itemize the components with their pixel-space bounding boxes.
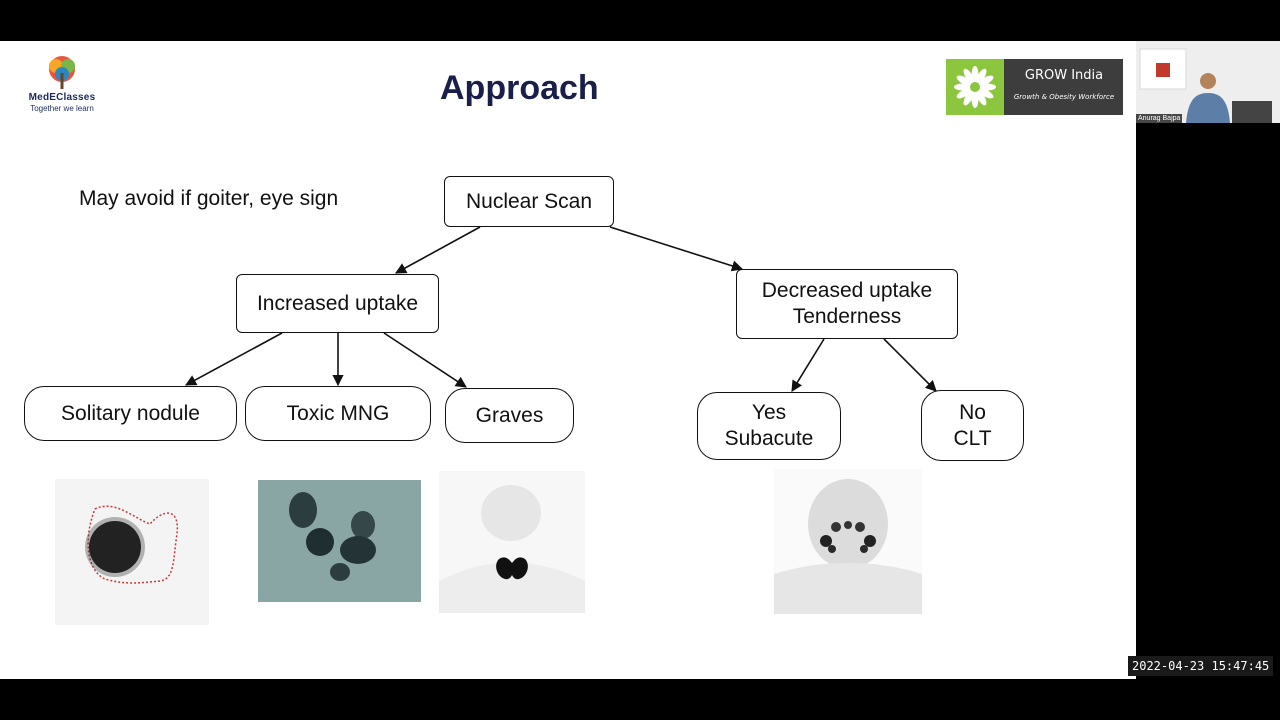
scan-image-solitary	[55, 479, 209, 625]
arrow-root-increased	[395, 226, 481, 274]
participant-name: Anurag Bajpa	[1136, 114, 1183, 123]
flower-icon	[954, 66, 996, 108]
node-graves: Graves	[445, 388, 574, 443]
node-yes-line2: Subacute	[724, 427, 814, 450]
scan-image-subacute	[774, 469, 922, 614]
node-nuclear-scan: Nuclear Scan	[444, 176, 614, 227]
scan-image-graves	[439, 471, 585, 613]
node-no-line2: CLT	[953, 426, 992, 450]
node-toxic-mng: Toxic MNG	[245, 386, 431, 441]
brand-name: MedEClasses	[28, 92, 96, 103]
flowchart-arrows	[185, 226, 937, 392]
node-decreased-line1: Decreased uptake	[761, 279, 933, 302]
arrow-decreased-no	[883, 338, 937, 392]
node-yes-line1: Yes	[751, 401, 787, 424]
presenter-video: Anurag Bajpa	[1136, 41, 1280, 123]
grow-leaf-panel	[946, 59, 1004, 115]
node-decreased-uptake: Decreased uptake Tenderness	[736, 269, 958, 339]
medeclasses-logo: MedEClasses Together we learn	[24, 55, 100, 119]
arrow-decreased-yes	[791, 338, 825, 392]
arrow-increased-solitary	[185, 332, 283, 386]
grow-title: GROW India	[1024, 68, 1104, 83]
node-no-clt: No CLT	[921, 390, 1024, 461]
grow-india-logo: GROW India Growth & Obesity Workforce	[946, 59, 1123, 115]
scan-image-toxic-mng	[258, 480, 421, 602]
node-solitary-nodule: Solitary nodule	[24, 386, 237, 441]
arrow-increased-graves	[383, 332, 467, 388]
node-increased-uptake: Increased uptake	[236, 274, 439, 333]
arrow-root-decreased	[609, 226, 744, 272]
presenter-thumbnail	[1136, 41, 1280, 123]
slide: MedEClasses Together we learn Approach	[0, 41, 1136, 679]
note-text: May avoid if goiter, eye sign	[79, 187, 339, 210]
node-no-line1: No	[959, 400, 986, 424]
node-decreased-line2: Tenderness	[792, 305, 902, 328]
recording-timestamp: 2022-04-23 15:47:45	[1128, 656, 1274, 676]
brand-tagline: Together we learn	[30, 104, 94, 113]
slide-title: Approach	[440, 69, 599, 107]
node-yes-subacute: Yes Subacute	[697, 392, 841, 460]
grow-subtitle: Growth & Obesity Workforce	[1013, 93, 1115, 101]
tree-icon	[49, 56, 75, 89]
